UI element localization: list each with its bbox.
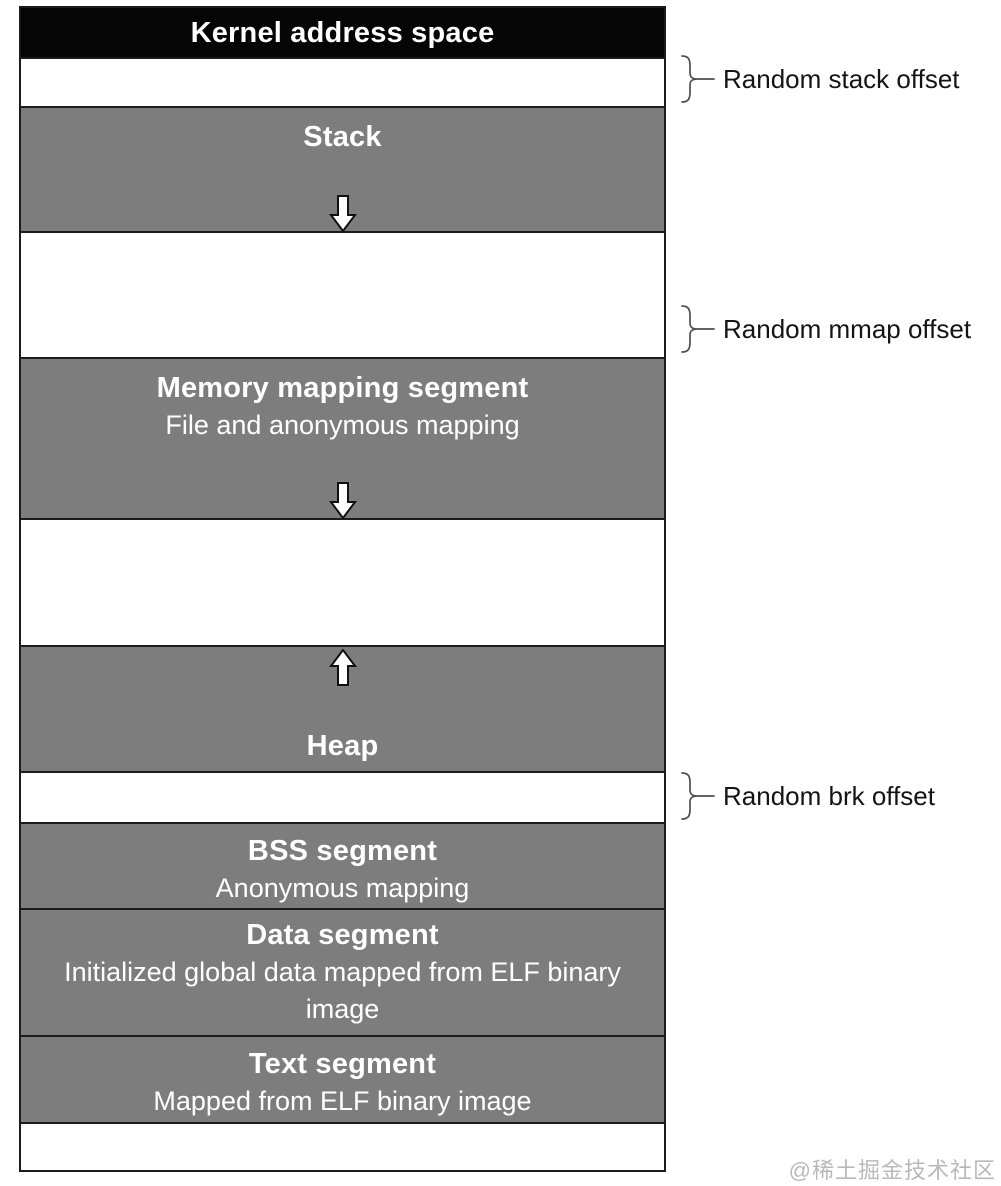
annotation-random-mmap-offset: Random mmap offset [723,314,972,344]
segment-subtitle: Initialized global data mapped from ELF … [64,957,621,1024]
up-arrow-icon [328,649,357,686]
annotation-random-brk-offset: Random brk offset [723,781,935,811]
segment-title: Kernel address space [190,16,495,49]
brace-icon [681,55,715,103]
segment-subtitle: Mapped from ELF binary image [153,1086,532,1116]
gap-random-stack-offset [21,59,664,108]
gap-heap-growth [21,520,664,647]
segment-title: BSS segment [247,835,438,867]
segment-stack: Stack [21,108,664,233]
segment-title: Data segment [246,919,439,951]
annotation-random-stack-offset: Random stack offset [723,64,960,94]
segment-kernel-address-space: Kernel address space [21,8,664,59]
down-arrow-icon [328,195,357,232]
segment-memory-mapping: Memory mapping segment File and anonymou… [21,359,664,520]
segment-bss: BSS segment Anonymous mapping [21,824,664,910]
segment-title: Stack [303,121,382,153]
segment-subtitle: Anonymous mapping [215,873,470,903]
gap-random-mmap-offset [21,233,664,359]
gap-random-brk-offset [21,773,664,824]
segment-title: Memory mapping segment [156,372,529,404]
segment-data: Data segment Initialized global data map… [21,910,664,1037]
brace-icon [681,305,715,353]
segment-text: Text segment Mapped from ELF binary imag… [21,1037,664,1124]
segment-subtitle: File and anonymous mapping [165,410,520,440]
address-space-box: Kernel address space Stack Memory mappin… [19,6,666,1172]
brace-icon [681,772,715,820]
segment-title: Heap [306,730,379,762]
segment-title: Text segment [248,1048,437,1080]
down-arrow-icon [328,482,357,519]
segment-heap: Heap [21,647,664,773]
gap-bottom [21,1124,664,1170]
watermark: @稀土掘金技术社区 [788,1158,996,1183]
